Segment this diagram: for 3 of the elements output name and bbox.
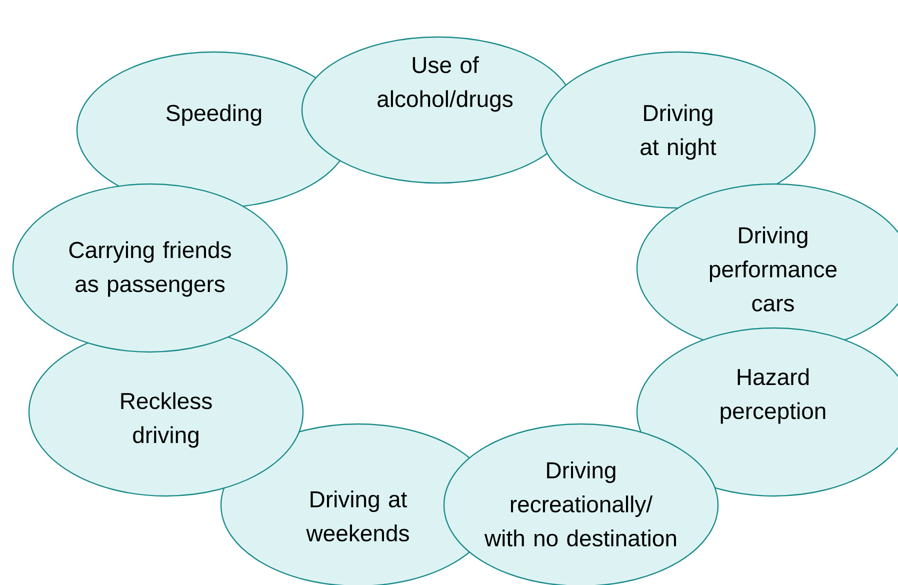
node-label: Driving at weekends: [306, 490, 409, 542]
node-label: Hazard perception: [720, 368, 826, 424]
node-label: Driving performance cars: [710, 226, 837, 312]
